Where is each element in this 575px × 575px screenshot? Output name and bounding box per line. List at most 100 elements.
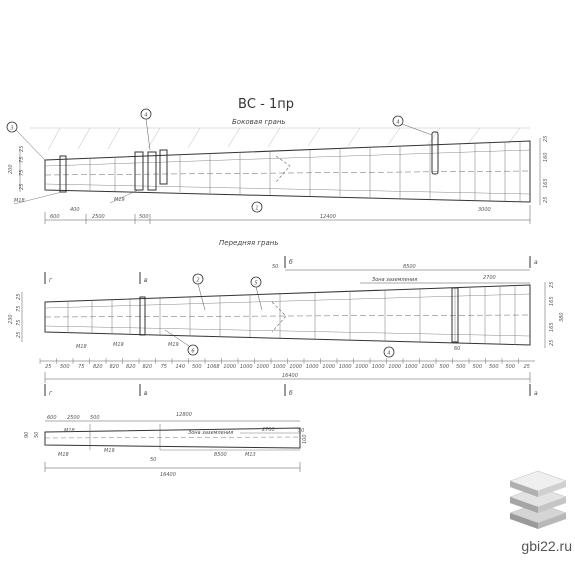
spacing-label: 75 — [161, 364, 167, 370]
section-markers — [44, 256, 531, 396]
section-letter: а — [534, 390, 538, 397]
callout-number: 4 — [387, 351, 390, 357]
dim-label: 100 — [302, 434, 308, 444]
dim-label: 600 — [50, 214, 60, 220]
dim-label: 2500 — [67, 415, 80, 421]
front-beam-outline — [44, 284, 531, 346]
section-letter: б — [289, 390, 293, 397]
plan-view: 600 2500 500 12800 90 50 100 50 Зона заз… — [24, 412, 308, 478]
spacing-label: 1000 — [223, 364, 236, 370]
section-letter: в — [144, 390, 148, 397]
side-stirrups — [89, 142, 521, 202]
dim-label: 165 — [549, 322, 555, 332]
dim-label: 2700 — [483, 275, 496, 281]
dim-label: 25 — [16, 332, 22, 338]
dashed-hole — [271, 301, 287, 333]
bar-label: М18 — [76, 344, 87, 350]
dim-label: 200 — [8, 164, 14, 174]
embedded-part — [59, 155, 67, 193]
bar-label: М18 — [64, 428, 75, 434]
dim-label: 380 — [559, 312, 565, 322]
dim-label: 160 — [543, 152, 549, 162]
dim-label: 3000 — [478, 207, 491, 213]
side-beam-outline — [44, 140, 531, 203]
callout-number: 4 — [144, 113, 147, 119]
dim-label: 25 — [549, 340, 555, 346]
spacing-label: 1000 — [372, 364, 385, 370]
dim-label: 230 — [8, 314, 14, 324]
section-letter: б — [289, 259, 293, 266]
spacing-label: 1000 — [306, 364, 319, 370]
spacing-label: 500 — [489, 364, 499, 370]
dim-label: 165 — [543, 178, 549, 188]
spacing-label: 820 — [93, 364, 103, 370]
dim-label: 8500 — [403, 264, 416, 270]
bar-label: М18 — [14, 198, 25, 204]
embedded-part — [159, 149, 168, 185]
zone-label: Зона заземления — [188, 430, 233, 436]
bar-label: М19 — [104, 448, 115, 454]
section-letter: г — [49, 277, 53, 284]
spacing-label: 820 — [126, 364, 136, 370]
spacing-label: 1000 — [240, 364, 253, 370]
front-view-label: Передняя грань — [219, 239, 279, 247]
side-inner-line — [44, 149, 531, 167]
dashed-hole — [275, 155, 291, 183]
bar-label: М19 — [113, 342, 124, 348]
spacing-label: 1000 — [289, 364, 302, 370]
spacing-label: 1000 — [339, 364, 352, 370]
side-axis-line — [44, 170, 531, 176]
spacing-label: 1000 — [256, 364, 269, 370]
dim-label: 2500 — [92, 214, 105, 220]
dim-label: 165 — [549, 296, 555, 306]
plan-axis-line — [44, 436, 301, 439]
front-inner-line — [44, 325, 531, 337]
section-letter: г — [49, 390, 53, 397]
dim-label: 75 — [19, 170, 25, 176]
bar-label: М18 — [58, 452, 69, 458]
front-view: Передняя грань г в б а г в б а 8500 50 2… — [8, 239, 565, 397]
callout-number: 6 — [191, 349, 194, 355]
side-view-label: Боковая грань — [232, 118, 286, 126]
spacing-label: 1000 — [388, 364, 401, 370]
dim-label: 75 — [16, 320, 22, 326]
side-callouts: 3 4 4 1 — [6, 108, 433, 213]
bar-label: М19 — [114, 197, 125, 203]
dim-label: 12800 — [176, 412, 192, 418]
bar-label: М13 — [245, 452, 256, 458]
callout-number: 4 — [396, 120, 399, 126]
drawing-title: ВС - 1пр — [238, 97, 294, 112]
dim-label: 50 — [272, 264, 278, 270]
dim-label: 2700 — [262, 427, 275, 433]
dim-label: 8500 — [214, 452, 227, 458]
spacing-label: 1000 — [273, 364, 286, 370]
dim-label: 50 — [150, 457, 156, 463]
overall-dim: 16400 — [282, 373, 298, 379]
spacing-label: 1000 — [405, 364, 418, 370]
dim-label: 50 — [298, 428, 304, 434]
dim-label: 50 — [34, 432, 40, 438]
dim-label: 25 — [19, 184, 25, 190]
spacing-label: 1000 — [355, 364, 368, 370]
embedded-part — [147, 151, 157, 191]
dim-label: 600 — [47, 415, 57, 421]
plan-beam-outline — [44, 427, 301, 449]
spacing-label: 25 — [524, 364, 530, 370]
bar-label: М19 — [168, 342, 179, 348]
dim-label: 12400 — [320, 214, 336, 220]
dim-label: 25 — [549, 282, 555, 288]
overall-dim: 16400 — [160, 472, 176, 478]
dim-label: 500 — [90, 415, 100, 421]
front-axis-line — [44, 314, 531, 318]
callout-number: 5 — [254, 281, 257, 287]
dim-label: 400 — [70, 207, 80, 213]
section-letter: в — [144, 277, 148, 284]
dim-label: 75 — [16, 306, 22, 312]
spacing-label: 500 — [505, 364, 515, 370]
spacing-label: 500 — [456, 364, 466, 370]
stacked-slabs-icon — [509, 470, 567, 529]
watermark: gbi22.ru — [521, 538, 572, 554]
hatch-band — [30, 127, 530, 151]
front-stirrups — [67, 285, 516, 345]
